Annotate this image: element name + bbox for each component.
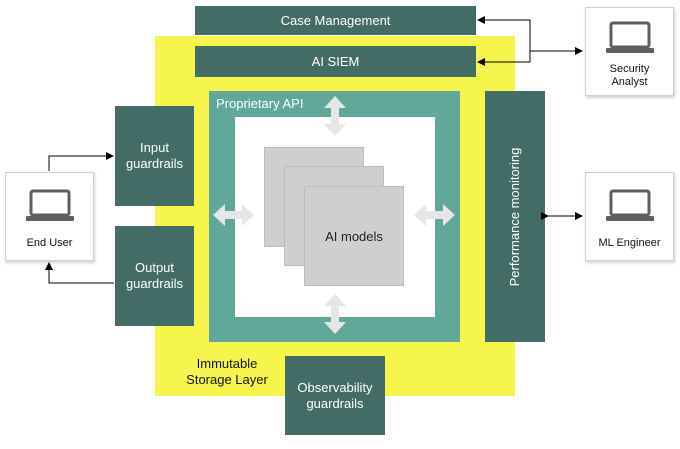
proprietary-api-label: Proprietary API [216, 96, 304, 111]
analyst-connector [477, 16, 583, 66]
security-analyst-card[interactable]: Security Analyst [585, 7, 674, 96]
api-arrow-left [213, 204, 254, 226]
output-flow-arrow [45, 262, 114, 284]
api-arrow-top [324, 96, 346, 136]
ai-models-label: AI models [325, 228, 383, 244]
case-management-block[interactable]: Case Management [195, 6, 476, 35]
ml-engineer-label: ML Engineer [598, 237, 661, 249]
ai-siem-block[interactable]: AI SIEM [195, 46, 476, 77]
input-guardrails-block[interactable]: Input guardrails [115, 106, 194, 206]
laptop-icon [605, 189, 654, 221]
observability-guardrails-block[interactable]: Observability guardrails [285, 356, 385, 435]
ml-engineer-card[interactable]: ML Engineer [585, 172, 674, 261]
output-guardrails-block[interactable]: Output guardrails [115, 226, 194, 326]
input-flow-arrow [48, 152, 114, 171]
api-arrow-bottom [324, 294, 346, 334]
laptop-icon [25, 189, 74, 221]
end-user-card[interactable]: End User [5, 172, 94, 261]
api-arrow-right [414, 204, 455, 226]
laptop-icon [605, 21, 654, 53]
ai-models-block[interactable]: AI models [304, 186, 404, 286]
immutable-storage-label: Immutable Storage Layer [186, 356, 268, 387]
end-user-label: End User [26, 237, 73, 249]
performance-monitoring-block[interactable]: Performance monitoring [485, 91, 545, 342]
security-analyst-label: Security Analyst [609, 63, 650, 88]
